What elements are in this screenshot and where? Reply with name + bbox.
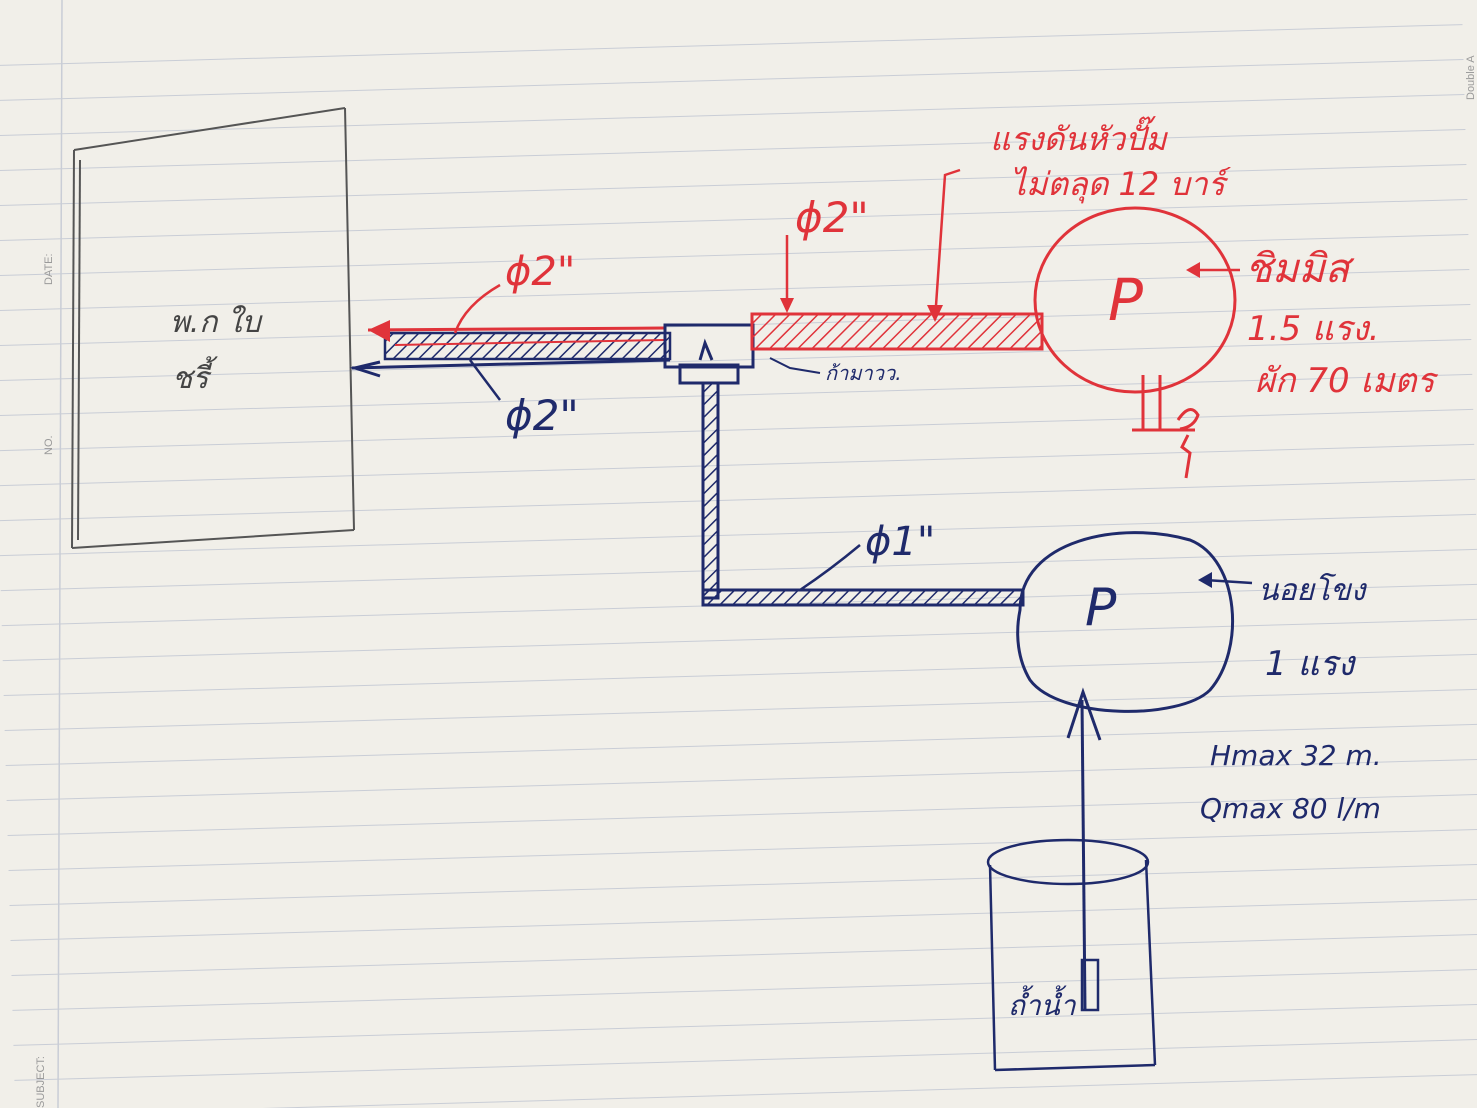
storage-tank	[71, 107, 355, 549]
suction-line	[1066, 687, 1102, 1011]
pump1-circle	[1033, 206, 1237, 394]
pump2-qmax: Qmax 80 l/m	[1200, 792, 1381, 825]
pump1-foot	[1132, 375, 1200, 479]
main-pipe-blue	[349, 331, 672, 378]
branch-pipe-blue	[701, 381, 1025, 607]
tee-note: ก้ามาวว.	[825, 361, 902, 385]
pump1-symbol: P	[1108, 266, 1143, 334]
tank-label-line1: พ.ก ใบ	[170, 305, 264, 340]
head-note-line1: แรงดันหัวปั๊ม	[990, 116, 1168, 158]
pump2-hp: 1 แรง	[1265, 644, 1357, 684]
pipe-top-left-diameter: ϕ2"	[505, 249, 575, 295]
pipe-red-diameter-arrowhead	[780, 298, 794, 313]
branch-pipe-diameter: ϕ1"	[865, 519, 935, 565]
red-pipe-hatched	[750, 312, 1044, 351]
tee-note-arrow	[769, 357, 821, 374]
pipe-bottom-left-leader	[469, 359, 501, 401]
pump2-hmax: Hmax 32 m.	[1210, 739, 1382, 772]
pipe-top-left-leader	[453, 283, 501, 334]
water-well	[986, 838, 1157, 1072]
pump1-name-arrowhead	[1186, 262, 1200, 278]
main-pipe-red-overlay	[367, 320, 666, 346]
head-note-arrow	[933, 168, 961, 321]
margin-date-label: DATE:	[43, 253, 55, 285]
pump2-name: นอยโขง	[1258, 572, 1368, 608]
ruled-lines	[0, 24, 1477, 1108]
well-label: ถ้ำน้ำ	[1008, 985, 1077, 1022]
pump2-name-arrowhead	[1198, 572, 1212, 588]
pipe-red-diameter: ϕ2"	[795, 193, 869, 242]
margin-subject-label: SUBJECT:	[35, 1056, 47, 1108]
pump1-name: ชิมมิส	[1245, 246, 1355, 292]
head-note-line2: ไม่ตลุด 12 บาร์	[1010, 165, 1231, 204]
pump2-symbol: P	[1085, 578, 1117, 638]
branch-pipe-leader	[799, 544, 861, 592]
pump2-circle	[1016, 531, 1234, 713]
margin-brand-label: Double A	[1465, 55, 1477, 100]
pump1-hp: 1.5 แรง.	[1247, 309, 1379, 349]
margin-line	[57, 0, 63, 1108]
pipe-bottom-left-diameter: ϕ2"	[505, 391, 579, 440]
pump1-head: ผัก 70 เมตร	[1255, 361, 1439, 401]
margin-no-label: NO.	[43, 435, 55, 455]
head-note-arrowhead	[927, 305, 943, 322]
pump2-name-arrow	[1204, 578, 1253, 585]
